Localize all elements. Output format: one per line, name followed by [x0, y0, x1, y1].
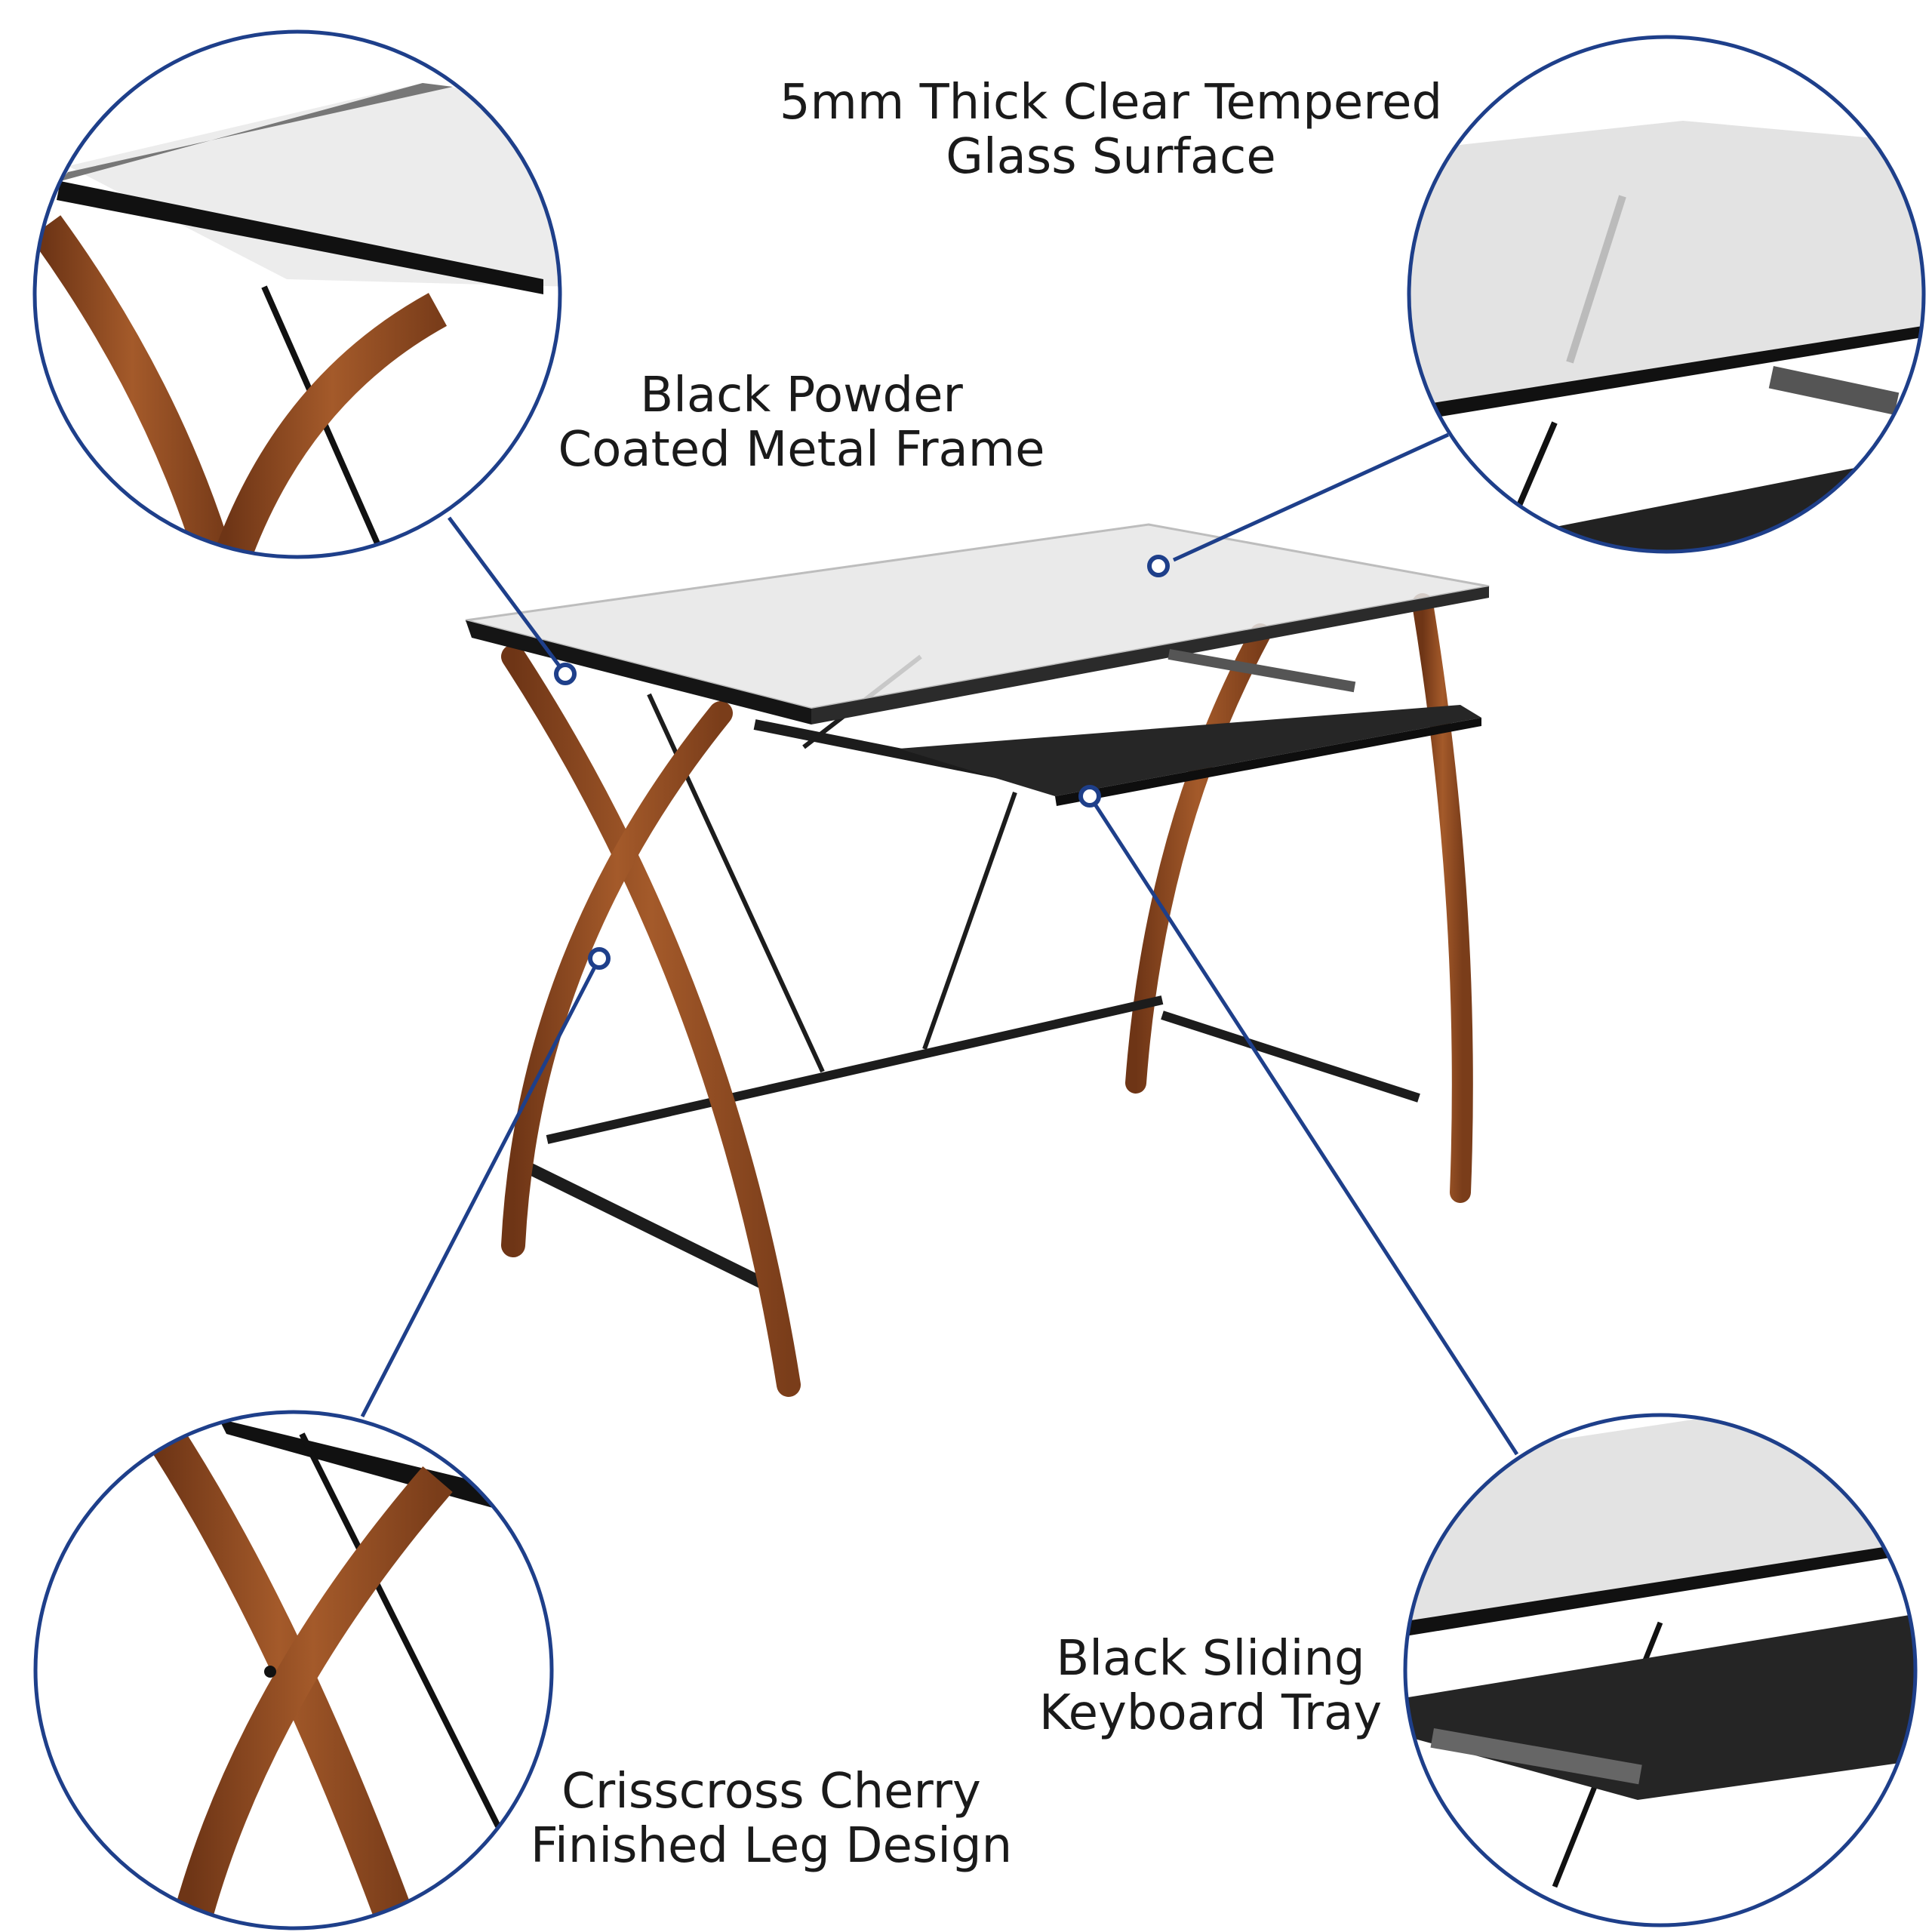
leg-back-left [1125, 623, 1271, 1094]
dot-legs [588, 947, 611, 970]
callout-legs-line2: Finished Leg Design [530, 1818, 1013, 1874]
callout-glass-line1: 5mm Thick Clear Tempered [779, 75, 1443, 131]
callout-legs-line1: Crisscross Cherry [561, 1764, 981, 1820]
callout-tray-line1: Black Sliding [1056, 1631, 1365, 1687]
callout-tray-line2: Keyboard Tray [1038, 1685, 1383, 1741]
desk [465, 523, 1490, 1397]
callout-tray: Black Sliding Keyboard Tray [1039, 1632, 1382, 1740]
inset-tray [1405, 1415, 1915, 1925]
leader-lines [360, 432, 1519, 1456]
callout-legs: Crisscross Cherry Finished Leg Design [531, 1764, 1012, 1873]
stretcher-back [546, 995, 1164, 1144]
callout-glass: 5mm Thick Clear Tempered Glass Surface [780, 75, 1442, 184]
dot-tray [1078, 785, 1101, 808]
leg-front-a [501, 645, 801, 1397]
inset-legs [35, 1412, 552, 1928]
callout-frame-line2: Coated Metal Frame [558, 422, 1045, 478]
dot-frame [554, 663, 577, 685]
stretcher-right [1161, 1011, 1420, 1103]
leg-back-right [1412, 593, 1473, 1203]
callout-dots [554, 555, 1170, 970]
leg-front-b [501, 701, 733, 1257]
callout-glass-line2: Glass Surface [946, 129, 1276, 185]
callout-frame: Black Powder Coated Metal Frame [558, 368, 1045, 477]
callout-frame-line1: Black Powder [640, 368, 963, 423]
stretcher-left [521, 1160, 765, 1289]
keyboard-tray [899, 705, 1481, 796]
frame-front-edge [466, 620, 811, 724]
dot-glass [1147, 555, 1170, 577]
inset-frame [35, 32, 560, 557]
